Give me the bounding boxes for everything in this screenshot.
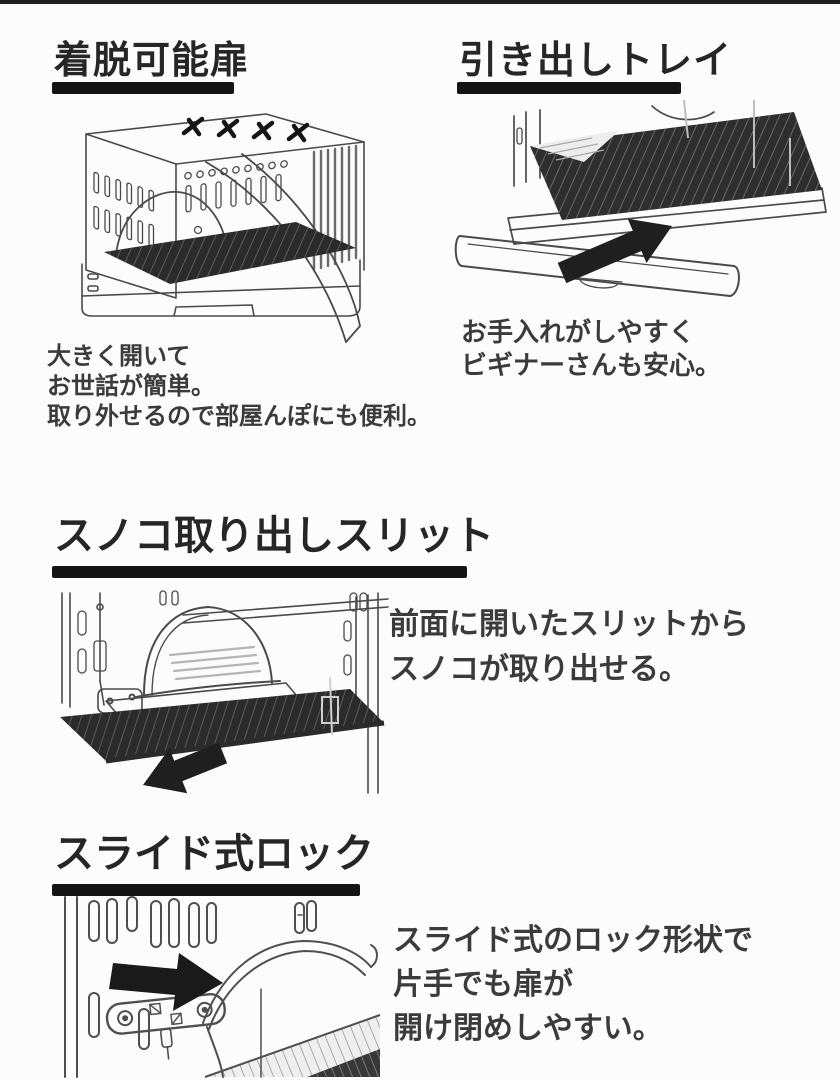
feature-title-slide-lock: スライド式ロック [54, 831, 374, 877]
top-border [0, 0, 840, 4]
caption-line: スノコが取り出せる。 [389, 652, 689, 687]
caption-pullout-tray: お手入れがしやすく ビギナーさんも安心。 [461, 317, 721, 383]
caption-line: お世話が簡単。 [47, 372, 215, 400]
arrow-down-left-icon [143, 742, 228, 794]
slide-lock-illustration [64, 896, 381, 1078]
sunoko-slit-illustration [60, 590, 389, 794]
title-underline-removable-door [52, 82, 234, 94]
caption-removable-door: 大きく開いて お世話が簡単。 取り外せるので部屋んぽにも便利。 [47, 341, 431, 431]
feature-title-removable-door: 着脱可能扉 [54, 38, 250, 82]
caption-line: 取り外せるので部屋んぽにも便利。 [47, 402, 431, 430]
caption-line: スライド式のロック形状で [393, 923, 753, 958]
caption-line: 大きく開いて [47, 342, 191, 370]
caption-line: 片手でも扉が [393, 967, 573, 1002]
slide-latch [105, 993, 226, 1060]
arrow-right-icon [109, 953, 223, 1011]
title-underline-pullout-tray [457, 82, 681, 94]
caption-slide-lock: スライド式のロック形状で 片手でも扉が 開け閉めしやすい。 [393, 919, 753, 1051]
vented-wall [64, 896, 317, 1078]
top-rails [159, 590, 389, 624]
feature-title-pullout-tray: 引き出しトレイ [459, 38, 733, 82]
caption-line: 開け閉めしやすい。 [393, 1011, 663, 1046]
caption-line: ビギナーさんも安心。 [461, 351, 722, 381]
cage-left-wall [85, 133, 177, 299]
cage-open-door-illustration [81, 113, 365, 343]
mesh-floor [530, 99, 822, 220]
caption-line: 前面に開いたスリットから [389, 607, 749, 642]
cage-right-wall-slats [312, 144, 358, 272]
title-underline-sunoko-slit [52, 566, 467, 578]
cage-left-wall-slots [93, 171, 155, 248]
cage-back-wall-slots [184, 160, 288, 235]
tray-sliding-illustration [454, 99, 827, 297]
feature-title-sunoko-slit: スノコ取り出しスリット [54, 513, 494, 559]
left-frame [61, 592, 107, 708]
arrow-up-right-icon [557, 218, 672, 284]
door-arch [202, 940, 378, 1078]
right-wall-bars [343, 592, 379, 794]
title-underline-slide-lock [52, 884, 360, 896]
caption-line: お手入れがしやすく [461, 318, 695, 348]
cage-base-tray [81, 259, 361, 317]
cage-slatted-floor [104, 222, 356, 284]
sunoko-mat [60, 676, 385, 764]
hatched-floor [204, 1014, 381, 1078]
top-handle-marks [181, 116, 310, 143]
caption-sunoko-slit: 前面に開いたスリットから スノコが取り出せる。 [389, 602, 749, 692]
